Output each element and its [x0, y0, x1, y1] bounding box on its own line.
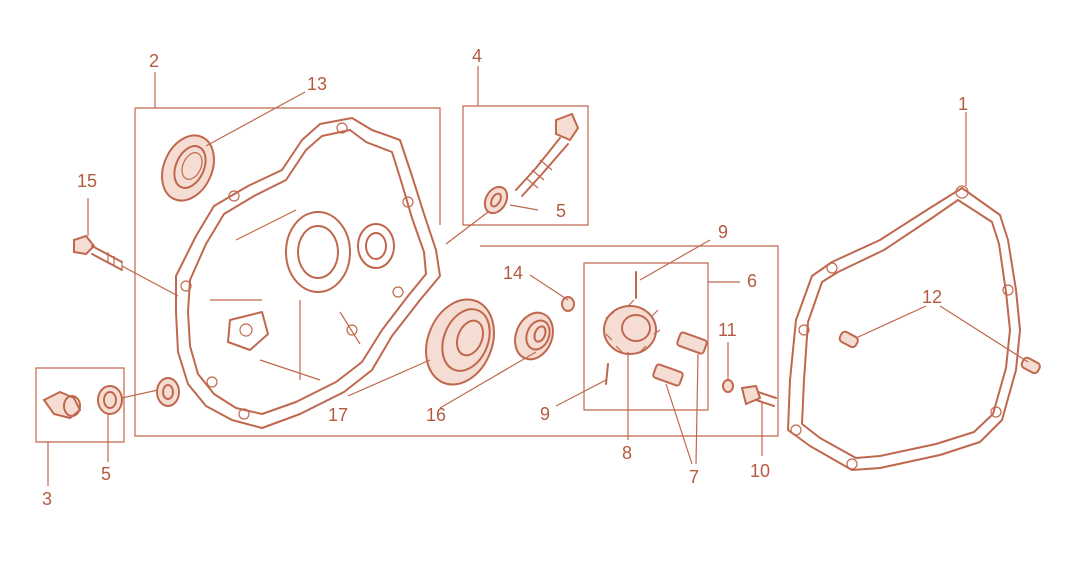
callout-5-left: 5 [101, 464, 111, 484]
gasket-part [787, 185, 1021, 471]
callout-9-top: 9 [718, 222, 728, 242]
callout-7: 7 [689, 467, 699, 487]
callout-14: 14 [503, 263, 523, 283]
drain-plug-part [42, 377, 180, 420]
callout-13: 13 [307, 74, 327, 94]
callout-16: 16 [426, 405, 446, 425]
callout-1: 1 [958, 94, 968, 114]
group-brackets [35, 66, 779, 486]
leader-lines [87, 91, 1029, 465]
crankcase-cover-part [175, 117, 441, 429]
callout-labels: 1 2 3 4 5 5 6 7 8 9 9 10 11 12 13 15 14 … [42, 46, 968, 509]
clip-part [722, 379, 734, 393]
dipstick-part [445, 112, 580, 245]
oil-seal-part [161, 134, 215, 202]
callout-4: 4 [472, 46, 482, 66]
ball-bearing-large-part [425, 298, 495, 386]
callout-12: 12 [922, 287, 942, 307]
ball-bearing-small-part [514, 311, 554, 361]
bolt-part [73, 234, 179, 297]
callout-2: 2 [149, 51, 159, 71]
callout-17: 17 [328, 405, 348, 425]
washer-part [561, 296, 575, 312]
governor-gear-part [603, 271, 661, 385]
dowel-pins-part [838, 330, 1041, 375]
callout-5-top: 5 [556, 201, 566, 221]
callout-15: 15 [77, 171, 97, 191]
governor-weights-part [652, 331, 708, 387]
callout-3: 3 [42, 489, 52, 509]
callout-10: 10 [750, 461, 770, 481]
callout-11: 11 [718, 320, 737, 340]
callout-8: 8 [622, 443, 632, 463]
callout-9-bottom: 9 [540, 404, 550, 424]
callout-6: 6 [747, 271, 757, 291]
flange-bolt-part [740, 384, 777, 407]
